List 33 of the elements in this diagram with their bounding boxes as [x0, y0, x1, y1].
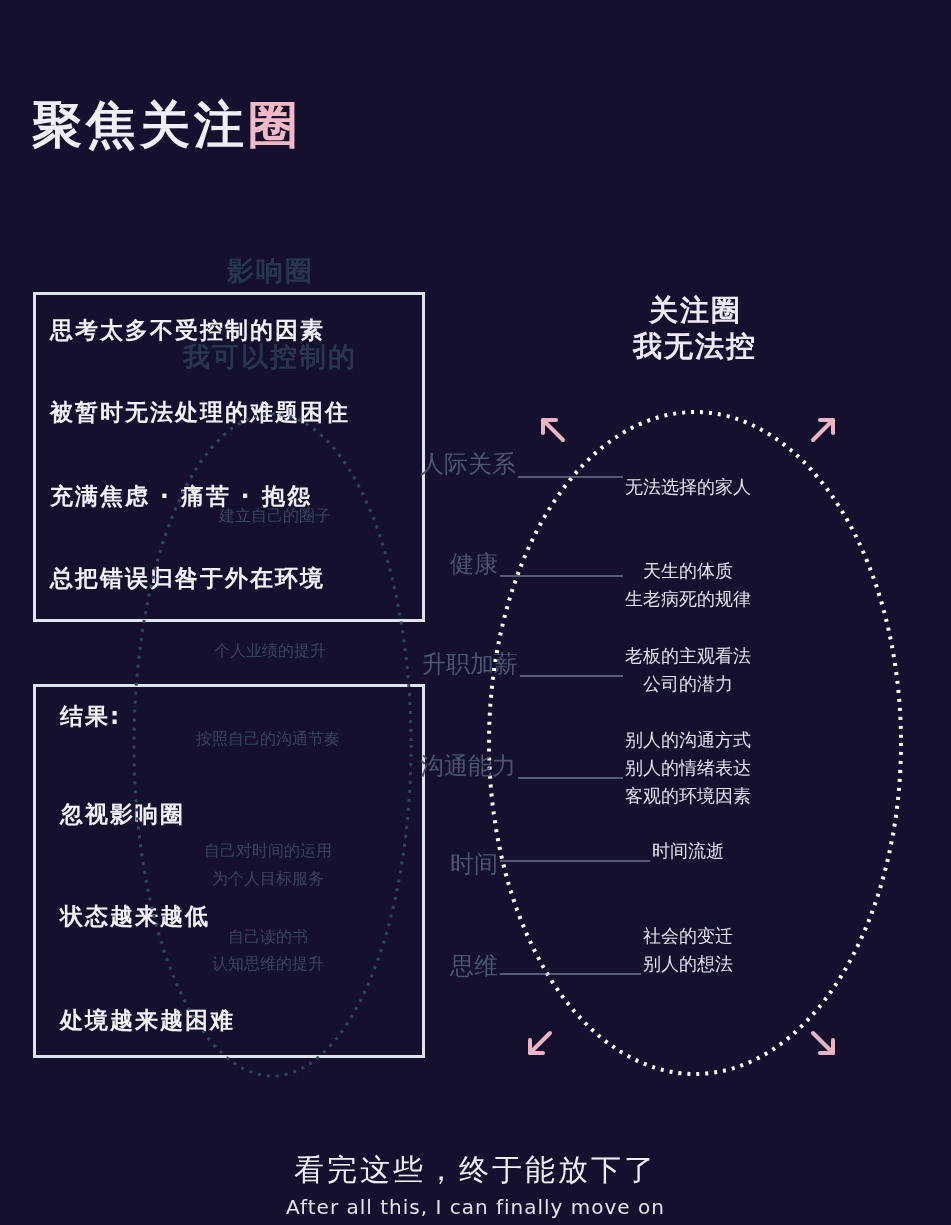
description-text: 生老病死的规律	[625, 587, 751, 611]
statement-text: 总把错误归咎于外在环境	[50, 564, 325, 593]
description-text: 社会的变迁	[643, 924, 733, 948]
description-text: 老板的主观看法	[625, 644, 751, 668]
title-text: 聚焦关注圈	[32, 95, 302, 156]
heading-text: 结果:	[60, 702, 122, 731]
leader-line	[519, 675, 624, 677]
leader-line	[499, 973, 642, 975]
subtitle-text: After all this, I can finally move on	[285, 1195, 666, 1219]
circle-heading: 关注圈	[648, 292, 742, 328]
category-label: 时间	[450, 848, 498, 880]
leader-line	[499, 860, 651, 862]
description-text: 公司的潜力	[642, 672, 734, 696]
statement-text: 充满焦虑 · 痛苦 · 抱怨	[50, 482, 312, 509]
caption-text: 看完这些，终于能放下了	[293, 1151, 658, 1189]
leader-line	[517, 777, 624, 779]
category-label: 升职加薪	[422, 648, 518, 680]
category-label: 思维	[450, 950, 498, 982]
description-text: 别人的想法	[643, 952, 733, 976]
description-text: 无法选择的家人	[625, 475, 751, 499]
statement-text: 处境越来越困难	[60, 1006, 235, 1035]
circle-heading: 我无法控	[633, 328, 757, 364]
category-label: 健康	[450, 548, 498, 580]
description-text: 别人的沟通方式	[625, 728, 751, 752]
leader-line	[499, 575, 624, 577]
description-text: 客观的环境因素	[625, 784, 751, 808]
statement-text: 被暂时无法处理的难题困住	[50, 398, 350, 427]
leader-line	[517, 476, 624, 478]
description-text: 时间流逝	[652, 839, 724, 863]
statement-text: 忽视影响圈	[60, 800, 185, 829]
statement-text: 状态越来越低	[60, 902, 210, 931]
description-text: 天生的体质	[642, 559, 734, 583]
description-text: 别人的情绪表达	[625, 756, 751, 780]
